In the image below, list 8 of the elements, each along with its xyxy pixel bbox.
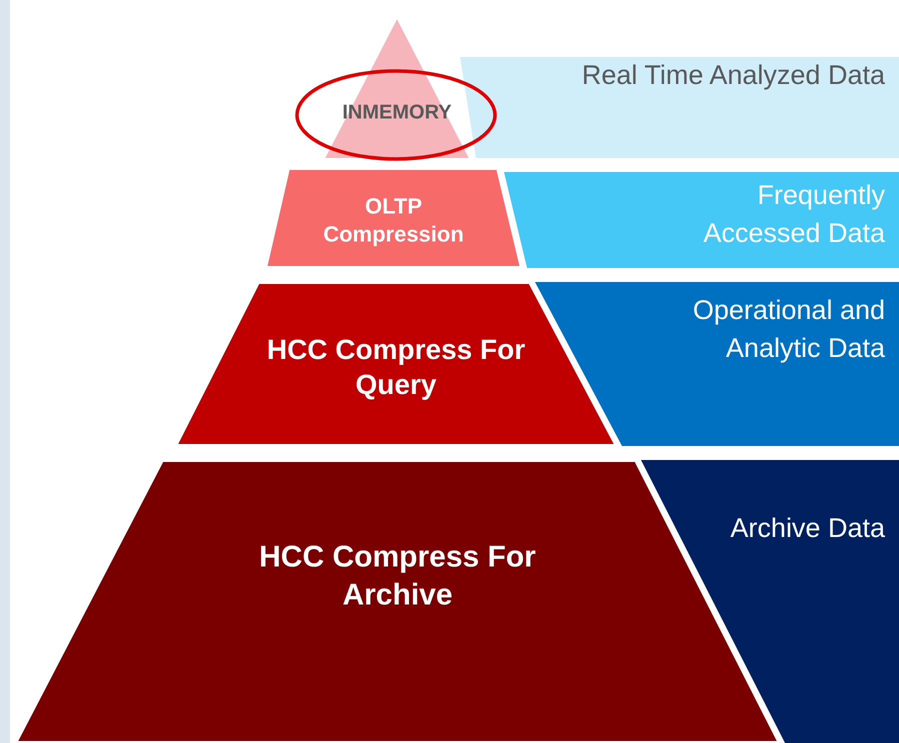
band-label: Operational and Analytic Data [692, 294, 885, 365]
band-label: Archive Data [730, 512, 885, 545]
tier-label: OLTP Compression [322, 192, 465, 248]
band-label: Frequently Accessed Data [702, 179, 885, 250]
tier-label: HCC Compress For Archive [258, 540, 537, 613]
tier-label: INMEMORY [341, 100, 453, 126]
tier-label: HCC Compress For Query [266, 333, 526, 402]
band-label: Real Time Analyzed Data [582, 59, 885, 92]
